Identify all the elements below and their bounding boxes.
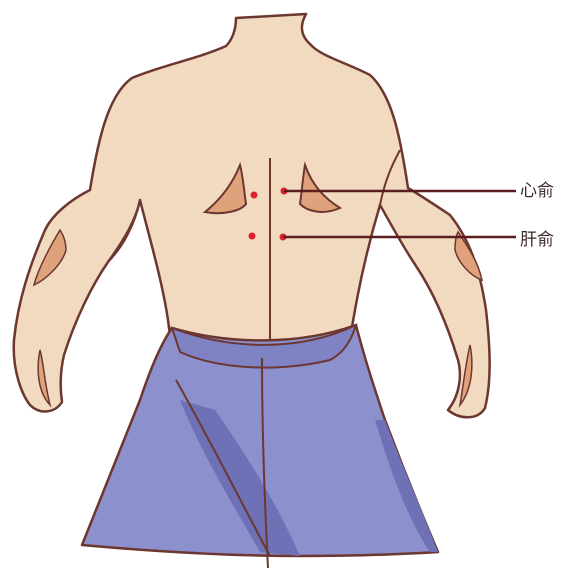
towel [82,325,438,568]
ganshu-label: 肝俞 [520,232,554,249]
ganshu-dot-left [249,233,256,240]
xinshu-label: 心俞 [520,183,554,200]
xinshu-dot-left [251,192,258,199]
